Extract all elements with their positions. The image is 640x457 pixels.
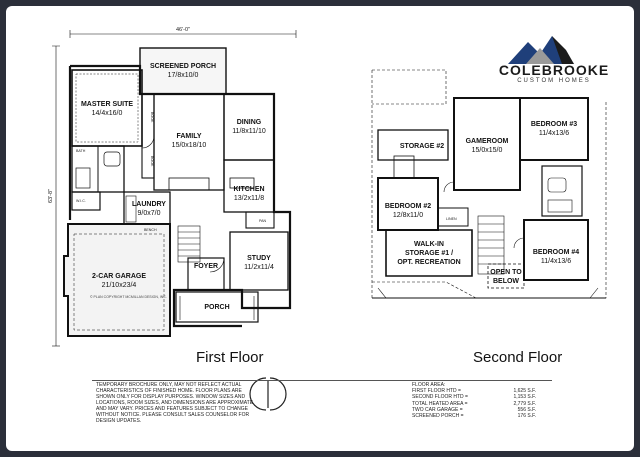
storage-2-room [377,129,449,161]
bedroom-4-label: BEDROOM #4 [533,249,579,256]
plan-copyright: © PLAN COPYRIGHT MCMILLAN DESIGN, INC. [90,295,167,299]
colebrooke-logo: COLEBROOKE CUSTOM HOMES [484,32,624,90]
garage-room [63,223,171,337]
master-suite-room [71,69,143,147]
walkin-label-line2: STORAGE #1 / [405,250,453,257]
floor-plan-sheet: 46'-0" 63'-8" SCREENED PORCH 17/8x10/0 M… [6,6,634,451]
bath-label: BATH [76,149,86,153]
bedroom-3-room [519,97,589,161]
laundry-dims: 9/0x7/0 [138,210,161,217]
walkin-storage-room [385,229,473,277]
garage-label: 2-CAR GARAGE [92,273,146,280]
linen-label: LINEN [446,217,457,221]
dining-dims: 11/8x11/10 [232,128,266,135]
bedroom-2-label: BEDROOM #2 [385,203,431,210]
floor-area-row: FIRST FLOOR HTD =1,625 S.F. [412,388,536,395]
porch-room [175,291,259,323]
study-dims: 11/2x11/4 [244,264,274,271]
screened-porch-room [139,47,227,95]
gameroom-dims: 15/0x15/0 [472,147,503,154]
books-label-2: BOOK [150,156,154,167]
dining-label: DINING [237,119,262,126]
laundry-label: LAUNDRY [132,201,166,208]
screened-porch-label: SCREENED PORCH [150,63,216,70]
open-below-label: OPEN TO [490,269,522,276]
study-room [229,231,289,291]
study-label: STUDY [247,255,271,262]
kitchen-label: KITCHEN [233,186,264,193]
open-to-below-area [487,263,525,289]
floor-plans-drawing: 46'-0" 63'-8" SCREENED PORCH 17/8x10/0 M… [48,27,607,411]
first-floor-width-dimension: 46'-0" [176,27,190,33]
second-floor-plan [371,69,607,299]
first-floor-depth-dimension: 63'-8" [48,189,54,203]
footer-divider [92,380,552,381]
floor-area-table: FLOOR AREA: FIRST FLOOR HTD =1,625 S.F. … [412,382,536,419]
bedroom-3-label: BEDROOM #3 [531,121,577,128]
first-floor-plan [52,30,297,347]
first-floor-title: First Floor [196,349,264,366]
kitchen-dims: 13/2x11/8 [234,195,264,202]
books-label-1: BOOK [150,112,154,123]
disclaimer-text: TEMPORARY BROCHURE ONLY, MAY NOT REFLECT… [96,382,254,424]
dining-room [223,93,275,161]
master-suite-dims: 14/4x16/0 [92,110,123,117]
pantry-label: PAN [259,219,267,223]
designer-mark-icon [249,377,287,411]
walkin-label-line3: OPT. RECREATION [397,259,460,266]
garage-dims: 21/10x23/4 [102,282,137,289]
storage-2-label: STORAGE #2 [400,143,444,150]
floor-area-row: SCREENED PORCH =176 S.F. [412,413,536,420]
family-label: FAMILY [176,133,201,140]
wic-label: W.I.C. [76,199,86,203]
bench-label: BENCH [144,228,157,232]
porch-label: PORCH [204,304,229,311]
floor-area-row: TOTAL HEATED AREA =2,779 S.F. [412,400,536,407]
open-below-label-line2: BELOW [493,278,519,285]
foyer-label: FOYER [194,263,218,270]
bedroom-2-dims: 12/8x11/0 [393,212,423,219]
family-dims: 15/0x18/10 [172,142,207,149]
walkin-label: WALK-IN [414,241,444,248]
bedroom-3-dims: 11/4x13/6 [539,130,569,137]
foyer-room [187,257,225,291]
floor-area-title: FLOOR AREA: [412,382,446,388]
bedroom-4-dims: 11/4x13/6 [541,258,571,265]
laundry-room [123,191,171,227]
screened-porch-dims: 17/8x10/0 [168,72,199,79]
gameroom-label: GAMEROOM [466,138,509,145]
brand-tagline: CUSTOM HOMES [517,78,591,84]
master-suite-label: MASTER SUITE [81,101,133,108]
second-floor-title: Second Floor [473,349,563,366]
brand-name: COLEBROOKE [498,62,610,78]
bedroom-4-room [523,219,589,281]
floor-area-row: TWO CAR GARAGE =556 S.F. [412,406,536,413]
floor-area-row: SECOND FLOOR HTD =1,153 S.F. [412,394,536,401]
colebrooke-logo-icon [508,36,574,64]
